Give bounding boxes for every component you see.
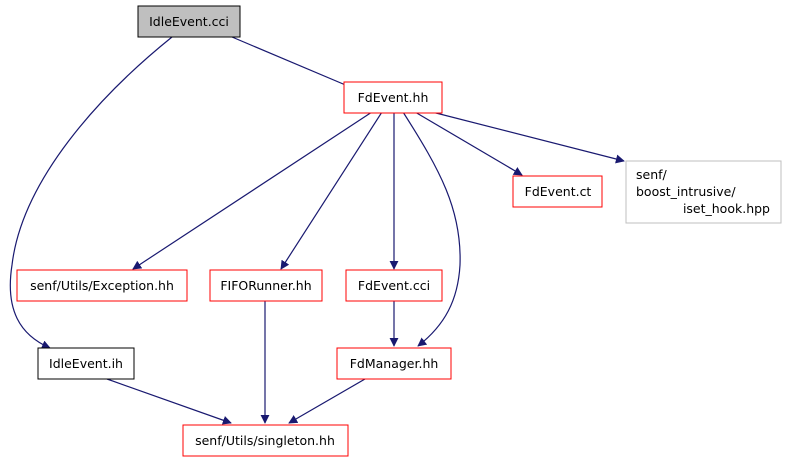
node-singleton-hh[interactable]: senf/Utils/singleton.hh xyxy=(182,424,349,457)
edge-fdevent-hh-to-exception-hh xyxy=(132,111,373,270)
node-label: FIFORunner.hh xyxy=(220,278,311,293)
node-exception-hh[interactable]: senf/Utils/Exception.hh xyxy=(16,269,188,302)
node-label: IdleEvent.cci xyxy=(149,14,229,29)
edge-idleevent-cci-to-fdevent-hh xyxy=(231,36,356,90)
node-idleevent-cci[interactable]: IdleEvent.cci xyxy=(137,5,241,38)
node-idleevent-ih[interactable]: IdleEvent.ih xyxy=(37,347,135,380)
edge-fdevent-hh-to-fiforunner-hh xyxy=(280,111,383,270)
node-label-line-1: senf/ xyxy=(636,167,668,182)
edge-fdevent-hh-to-boost-intrusive xyxy=(431,111,625,164)
node-label: FdEvent.ct xyxy=(525,184,592,199)
edge-fdmanager-to-singleton xyxy=(288,378,366,424)
edge-idleevent-ih-to-singleton xyxy=(106,378,232,425)
node-label-line-3: iset_hook.hpp xyxy=(683,201,770,216)
edge-fdevent-hh-to-fdevent-ct xyxy=(414,111,523,176)
node-fdevent-cci[interactable]: FdEvent.cci xyxy=(345,269,443,302)
node-label: FdEvent.cci xyxy=(358,278,430,293)
edges xyxy=(9,36,625,425)
node-fdmanager-hh[interactable]: FdManager.hh xyxy=(336,347,452,380)
node-label-line-2: boost_intrusive/ xyxy=(636,184,736,199)
node-fiforunner-hh[interactable]: FIFORunner.hh xyxy=(209,269,323,302)
node-label: FdEvent.hh xyxy=(358,90,429,105)
node-label: senf/Utils/Exception.hh xyxy=(30,278,174,293)
node-label: senf/Utils/singleton.hh xyxy=(195,433,335,448)
node-boost-intrusive-iset-hook[interactable]: senf/ boost_intrusive/ iset_hook.hpp xyxy=(625,160,782,224)
edge-fdevent-hh-to-fdmanager-hh xyxy=(402,111,461,347)
node-label: IdleEvent.ih xyxy=(49,356,123,371)
node-label: FdManager.hh xyxy=(350,356,439,371)
edge-idleevent-cci-to-idleevent-ih xyxy=(9,36,173,349)
node-fdevent-hh[interactable]: FdEvent.hh xyxy=(343,81,443,114)
node-fdevent-ct[interactable]: FdEvent.ct xyxy=(512,175,603,208)
